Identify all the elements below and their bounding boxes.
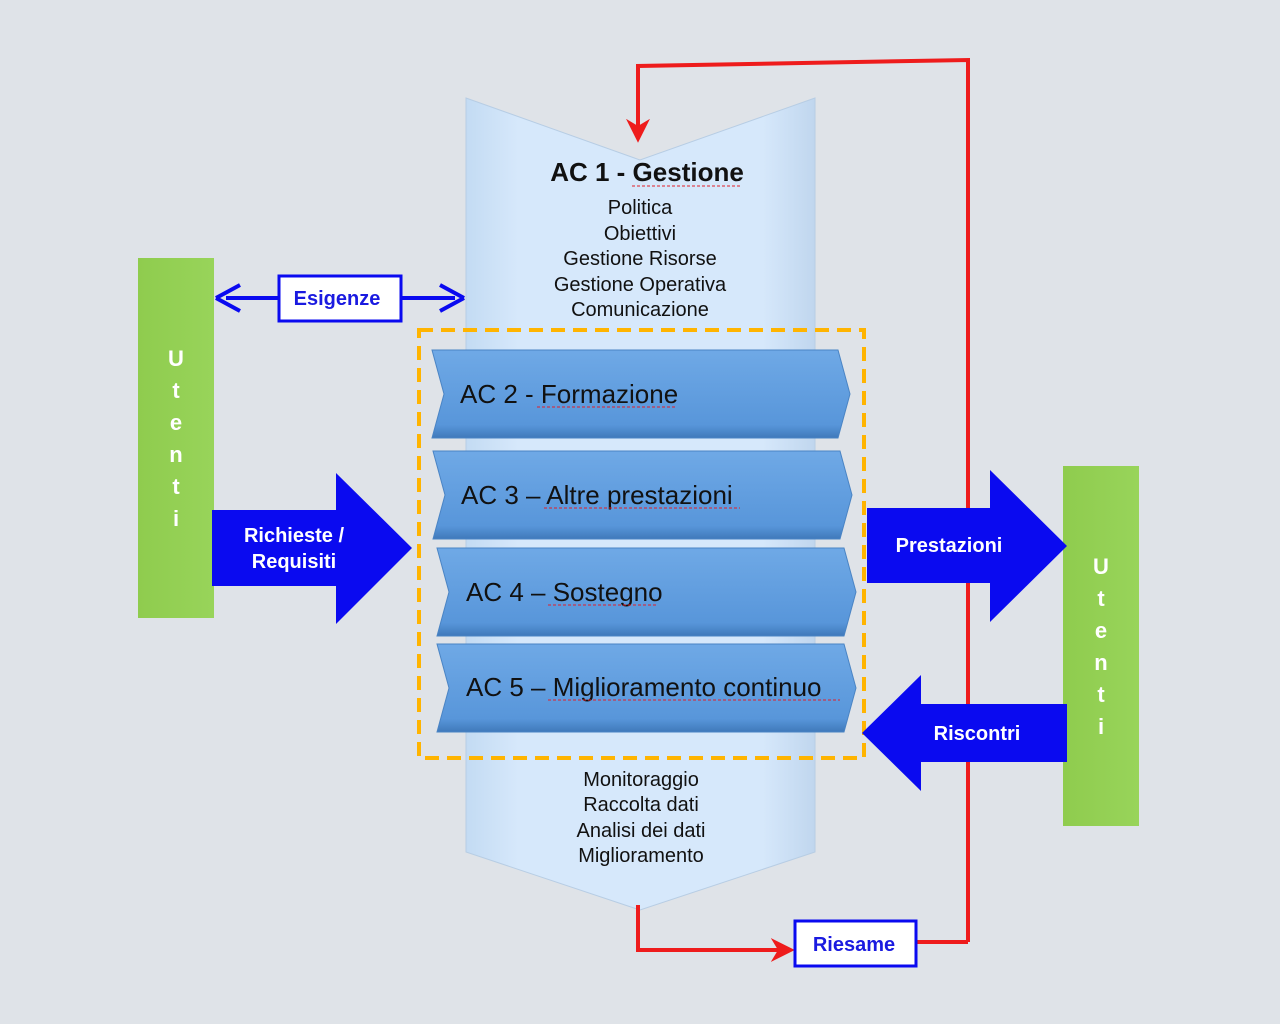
process-group-frame [417, 328, 866, 760]
left-users-letter-1: U [168, 346, 184, 371]
right-users-letter-2: t [1097, 586, 1105, 611]
left-users-letter-2: t [172, 378, 180, 403]
process-ac2-label: AC 2 - Formazione [460, 379, 678, 409]
needs-box [277, 274, 403, 323]
monitoring-item-improvement: Miglioramento [578, 845, 704, 867]
right-users-letter-4: n [1094, 650, 1107, 675]
process-ac3-label: AC 3 – Altre prestazioni [461, 480, 733, 510]
left-users-bar [138, 258, 214, 618]
review-loop-bottom [636, 905, 795, 962]
ac1-item-objectives: Obiettivi [604, 223, 676, 245]
right-users-letter-3: e [1095, 618, 1107, 643]
process-ac3 [432, 450, 853, 540]
process-ac4-label: AC 4 – Sostegno [466, 577, 663, 607]
feedback-arrow [862, 675, 1067, 791]
ac1-item-operations: Gestione Operativa [554, 274, 727, 296]
needs-arrow-head-left [215, 283, 241, 313]
review-box [793, 919, 918, 968]
review-loop-top [626, 57, 970, 942]
monitoring-item-monitoring: Monitoraggio [583, 769, 699, 791]
review-box-label: Riesame [813, 934, 895, 956]
feedback-arrow-label: Riscontri [934, 723, 1021, 745]
needs-arrow-head-right [439, 283, 465, 313]
process-ac4 [436, 547, 857, 637]
left-users-letter-3: e [170, 410, 182, 435]
needs-box-label: Esigenze [294, 288, 381, 310]
right-users-letter-1: U [1093, 554, 1109, 579]
process-ac5 [436, 643, 857, 733]
right-users-letter-6: i [1098, 714, 1104, 739]
ac1-title: AC 1 - Gestione [550, 157, 744, 187]
ac1-item-resources: Gestione Risorse [563, 248, 716, 270]
left-users-letter-5: t [172, 474, 180, 499]
monitoring-item-data-collection: Raccolta dati [583, 794, 699, 816]
right-users-bar [1063, 466, 1139, 826]
services-arrow [867, 470, 1067, 622]
left-users-letter-6: i [173, 506, 179, 531]
requests-arrow [212, 473, 412, 624]
ac1-item-communication: Comunicazione [571, 299, 709, 321]
process-ac5-label: AC 5 – Miglioramento continuo [466, 672, 822, 702]
services-arrow-label: Prestazioni [896, 535, 1003, 557]
monitoring-item-data-analysis: Analisi dei dati [577, 820, 706, 842]
process-ac2 [431, 349, 851, 439]
ac1-item-policy: Politica [608, 197, 673, 219]
requests-arrow-label-line2: Requisiti [252, 551, 336, 573]
requests-arrow-label-line1: Richieste / [244, 525, 344, 547]
right-users-letter-5: t [1097, 682, 1105, 707]
left-users-letter-4: n [169, 442, 182, 467]
